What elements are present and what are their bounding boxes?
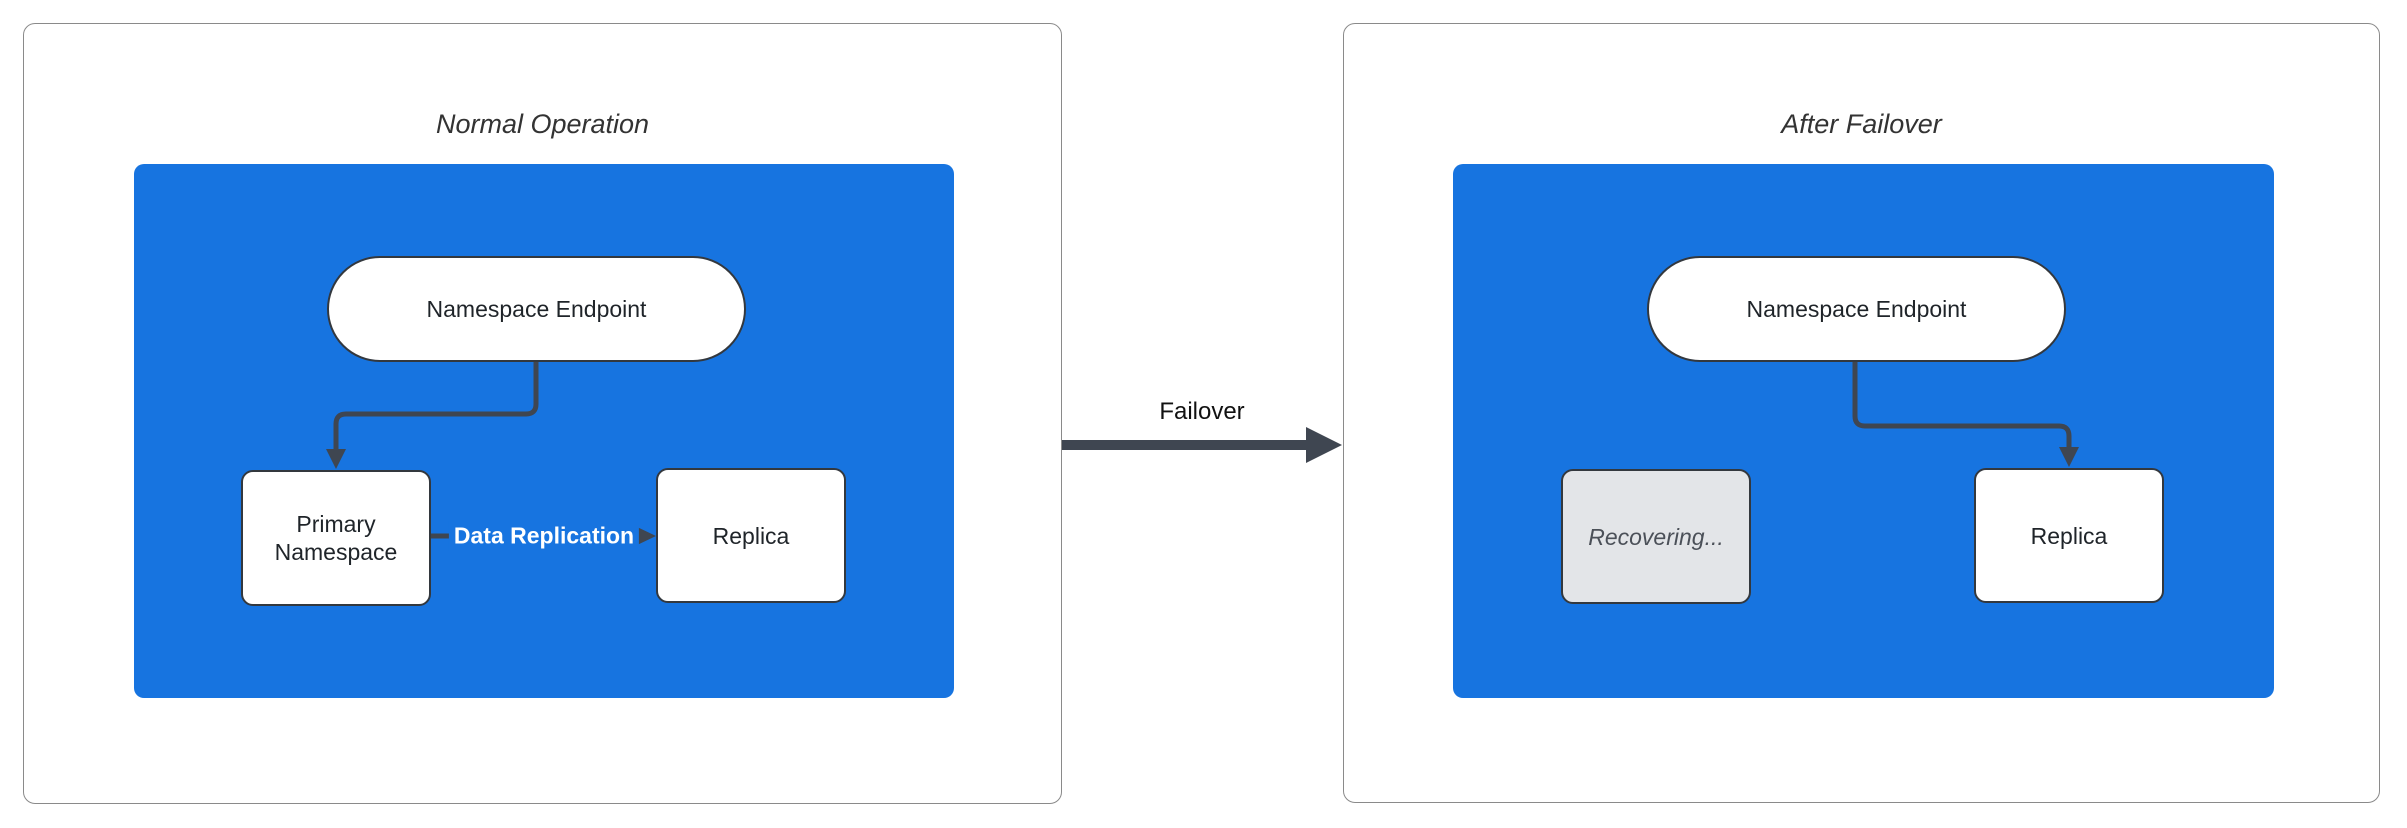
node-primary-namespace: Primary Namespace — [241, 470, 431, 606]
node-replica-left: Replica — [656, 468, 846, 603]
panel-title-after-failover: After Failover — [1781, 109, 1942, 139]
failover-transition-label: Failover — [1159, 398, 1245, 425]
data-replication-edge-label: Data Replication — [448, 520, 640, 552]
node-label: Recovering... — [1588, 523, 1724, 550]
node-label: Primary Namespace — [274, 511, 398, 565]
node-recovering: Recovering... — [1561, 469, 1751, 604]
node-label: Namespace Endpoint — [426, 296, 647, 322]
connectors-left — [326, 362, 656, 546]
cluster-normal-operation: Namespace Endpoint Primary Namespace Rep… — [134, 164, 954, 698]
panel-title-normal-operation: Normal Operation — [435, 109, 650, 139]
endpoint-to-replica-connector — [1852, 362, 2072, 449]
node-replica-right: Replica — [1974, 468, 2164, 603]
endpoint-to-primary-connector — [333, 362, 539, 451]
node-namespace-endpoint-right: Namespace Endpoint — [1647, 256, 2066, 362]
endpoint-to-primary-arrowhead — [326, 449, 346, 469]
failover-arrow-shaft — [1062, 440, 1307, 450]
endpoint-to-replica-arrowhead — [2059, 447, 2079, 467]
connectors-right — [1852, 362, 2079, 467]
node-label: Namespace Endpoint — [1746, 296, 1967, 322]
failover-arrowhead — [1306, 427, 1342, 463]
cluster-after-failover: Namespace Endpoint Recovering... Replica — [1453, 164, 2274, 698]
panel-normal-operation: Normal Operation Namespace Endpoint Prim… — [23, 23, 1062, 804]
panel-after-failover: After Failover Namespace Endpoint Recove… — [1343, 23, 2380, 803]
node-label: Replica — [2030, 522, 2108, 549]
node-namespace-endpoint-left: Namespace Endpoint — [327, 256, 746, 362]
node-label: Replica — [712, 522, 790, 549]
